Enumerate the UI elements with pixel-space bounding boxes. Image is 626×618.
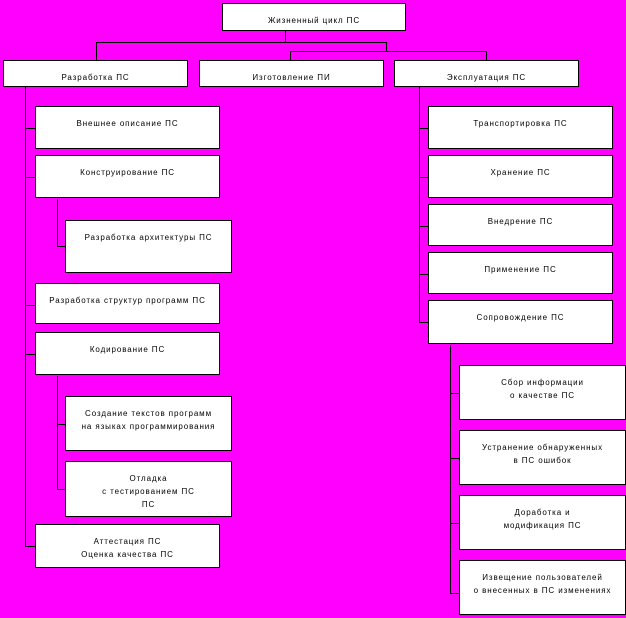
connector-coding-branch-1 xyxy=(57,424,65,425)
node-architecture-development[interactable]: Разработка архитектуры ПС xyxy=(65,220,232,273)
node-label: Внедрение ПС xyxy=(487,217,554,226)
node-label: модификация ПС xyxy=(503,521,582,530)
node-label: Конструирование ПС xyxy=(80,168,175,177)
node-label: Сбор информации xyxy=(501,378,584,387)
connector-title-drop xyxy=(285,30,286,42)
node-label: Хранение ПС xyxy=(490,168,551,177)
connector-op-branch-1 xyxy=(419,128,428,129)
connector-op-branch-3 xyxy=(419,226,428,227)
connector-maintenance-trunk xyxy=(450,345,451,593)
node-label: Жизненный цикл ПС xyxy=(267,16,361,25)
node-label: о внесенных в ПС изменениях xyxy=(473,586,612,595)
connector-right-drop xyxy=(386,42,387,51)
node-label: Эксплуатация ПС xyxy=(446,73,527,82)
connector-top-bar-left xyxy=(96,42,386,43)
node-refinement-modification[interactable]: Доработка и модификация ПС xyxy=(459,495,626,550)
node-label: с тестированием ПС xyxy=(102,487,195,496)
node-error-elimination[interactable]: Устранение обнаруженных в ПС ошибок xyxy=(459,430,626,485)
node-transportation[interactable]: Транспортировка ПС xyxy=(428,106,613,149)
node-operation[interactable]: Эксплуатация ПС xyxy=(394,60,579,87)
node-label: Разработка структур программ ПС xyxy=(49,296,206,305)
connector-mt-branch-4 xyxy=(450,593,459,594)
connector-to-development xyxy=(96,42,97,60)
node-construction[interactable]: Конструирование ПС xyxy=(35,155,220,198)
node-storage[interactable]: Хранение ПС xyxy=(428,155,613,198)
node-label: Применение ПС xyxy=(484,265,557,274)
node-label: ПС xyxy=(141,500,156,509)
connector-operation-trunk xyxy=(419,84,420,322)
connector-construction-branch-1 xyxy=(57,246,65,247)
connector-mt-branch-2 xyxy=(450,458,459,459)
connector-coding-trunk xyxy=(57,376,58,489)
connector-mt-branch-3 xyxy=(450,523,459,524)
connector-development-trunk xyxy=(25,84,26,546)
node-user-notification[interactable]: Извещение пользователей о внесенных в ПС… xyxy=(459,560,626,615)
node-label: Разработка ПС xyxy=(61,73,130,82)
node-label: на языках программирования xyxy=(81,422,216,431)
node-debugging-testing[interactable]: Отладка с тестированием ПС ПС xyxy=(65,461,232,517)
node-label: Устранение обнаруженных xyxy=(482,443,603,452)
node-label: Отладка xyxy=(129,474,168,483)
connector-construction-trunk xyxy=(57,199,58,246)
node-label: в ПС ошибок xyxy=(513,456,572,465)
node-maintenance[interactable]: Сопровождение ПС xyxy=(428,300,613,344)
node-label: о качестве ПС xyxy=(510,391,575,400)
connector-op-branch-4 xyxy=(419,274,428,275)
node-label: Сопровождение ПС xyxy=(476,313,565,322)
node-label: Транспортировка ПС xyxy=(473,119,568,128)
node-label: Доработка и xyxy=(514,508,571,517)
connector-top-bar-right xyxy=(290,51,486,52)
node-application[interactable]: Применение ПС xyxy=(428,252,613,294)
node-external-description[interactable]: Внешнее описание ПС xyxy=(35,106,220,149)
connector-dev-branch-4 xyxy=(25,354,35,355)
node-deployment[interactable]: Внедрение ПС xyxy=(428,204,613,246)
connector-dev-branch-2 xyxy=(25,177,35,178)
node-label: Внешнее описание ПС xyxy=(76,119,179,128)
node-manufacturing[interactable]: Изготовление ПИ xyxy=(199,60,384,87)
connector-mt-branch-1 xyxy=(450,393,459,394)
node-quality-info-collection[interactable]: Сбор информации о качестве ПС xyxy=(459,365,626,420)
connector-op-branch-5 xyxy=(419,322,428,323)
node-label: Аттестация ПС xyxy=(93,537,162,546)
connector-dev-branch-5 xyxy=(25,546,35,547)
connector-dev-branch-3 xyxy=(25,305,35,306)
connector-to-manufacturing xyxy=(290,51,291,60)
node-label: Кодирование ПС xyxy=(89,345,166,354)
connector-dev-branch-1 xyxy=(25,128,35,129)
node-program-text-creation[interactable]: Создание текстов программ на языках прог… xyxy=(65,396,232,451)
node-lifecycle-root[interactable]: Жизненный цикл ПС xyxy=(222,3,406,31)
node-label: Создание текстов программ xyxy=(85,409,212,418)
node-certification-quality[interactable]: Аттестация ПС Оценка качества ПС xyxy=(35,524,220,568)
connector-coding-branch-2 xyxy=(57,489,65,490)
connector-to-operation xyxy=(486,51,487,60)
node-label: Разработка архитектуры ПС xyxy=(84,233,213,242)
node-label: Извещение пользователей xyxy=(482,573,603,582)
node-label: Оценка качества ПС xyxy=(81,550,174,559)
node-development[interactable]: Разработка ПС xyxy=(3,60,188,87)
node-label: Изготовление ПИ xyxy=(252,73,331,82)
connector-op-branch-2 xyxy=(419,177,428,178)
node-coding[interactable]: Кодирование ПС xyxy=(35,332,220,375)
node-program-structures-development[interactable]: Разработка структур программ ПС xyxy=(35,283,220,324)
